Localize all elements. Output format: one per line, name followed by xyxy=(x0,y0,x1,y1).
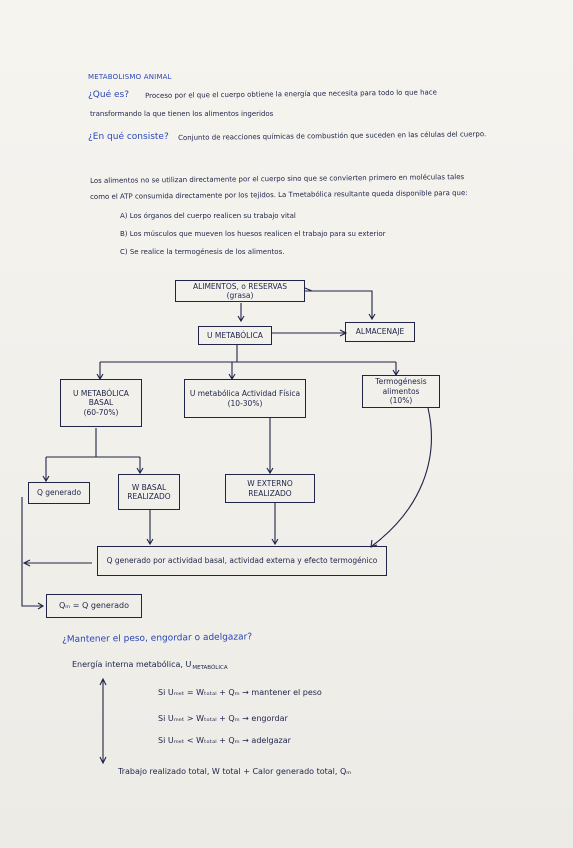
box-w-basal: W BASAL REALIZADO xyxy=(118,474,180,510)
box-termogenesis: Termogénesis alimentos (10%) xyxy=(362,375,440,408)
energy-label-sub: METABÓLICA xyxy=(192,665,228,671)
box-actividad-line1: U metabólica Actividad Física xyxy=(189,389,301,399)
box-termogenesis-line1: Termogénesis alimentos xyxy=(375,377,427,396)
box-basal: U METABÓLICA BASAL (60-70%) xyxy=(60,379,142,427)
condition-maintain: Si Uₘₑₜ = Wₜₒₜₐₗ + Qₘ → mantener el peso xyxy=(158,688,322,697)
box-actividad-line2: (10-30%) xyxy=(227,398,263,408)
energy-label-text: Energía interna metabólica, U xyxy=(72,660,192,669)
box-alimentos: ALIMENTOS, o RESERVAS (grasa) xyxy=(175,280,305,302)
box-almacenaje: ALMACENAJE xyxy=(345,322,415,342)
paragraph-item-a: A) Los órganos del cuerpo realicen su tr… xyxy=(120,212,296,220)
paragraph-item-b: B) Los músculos que mueven los huesos re… xyxy=(120,230,386,238)
box-w-basal-line1: W BASAL xyxy=(131,482,167,492)
box-basal-line2: (60-70%) xyxy=(83,407,119,417)
box-q-result-label: Qₘ = Q generado xyxy=(58,601,130,610)
box-umetabolica-label: U METABÓLICA xyxy=(207,330,263,340)
weight-footer: Trabajo realizado total, W total + Calor… xyxy=(118,767,352,776)
question-what-is: ¿Qué es? xyxy=(88,90,129,100)
box-termogenesis-line2: (10%) xyxy=(389,396,413,406)
box-umetabolica: U METABÓLICA xyxy=(198,326,272,345)
energy-label: Energía interna metabólica, UMETABÓLICA xyxy=(72,660,228,671)
box-w-basal-line2: REALIZADO xyxy=(127,492,171,501)
box-basal-line1: U METABÓLICA BASAL xyxy=(73,388,129,408)
box-q-total: Q generado por actividad basal, activida… xyxy=(97,546,387,576)
box-q-generado-label: Q generado xyxy=(36,488,82,498)
condition-gain: Si Uₘₑₜ > Wₜₒₜₐₗ + Qₘ → engordar xyxy=(158,714,288,723)
box-alimentos-label: ALIMENTOS, o RESERVAS (grasa) xyxy=(192,281,288,300)
condition-lose: Si Uₘₑₜ < Wₜₒₜₐₗ + Qₘ → adelgazar xyxy=(158,736,291,745)
box-actividad: U metabólica Actividad Física (10-30%) xyxy=(184,379,306,418)
question-consists: ¿En qué consiste? xyxy=(88,132,169,142)
paragraph-item-c: C) Se realice la termogénesis de los ali… xyxy=(120,248,285,256)
answer-what-is-line2: transformando la que tienen los alimento… xyxy=(90,110,274,118)
box-almacenaje-label: ALMACENAJE xyxy=(355,327,405,337)
box-w-externo-label: W EXTERNO REALIZADO xyxy=(247,479,293,498)
box-w-externo: W EXTERNO REALIZADO xyxy=(225,474,315,503)
box-q-generado: Q generado xyxy=(28,482,90,504)
box-q-total-label: Q generado por actividad basal, activida… xyxy=(106,556,378,566)
box-q-result: Qₘ = Q generado xyxy=(46,594,142,618)
page-title: METABOLISMO ANIMAL xyxy=(88,73,172,81)
